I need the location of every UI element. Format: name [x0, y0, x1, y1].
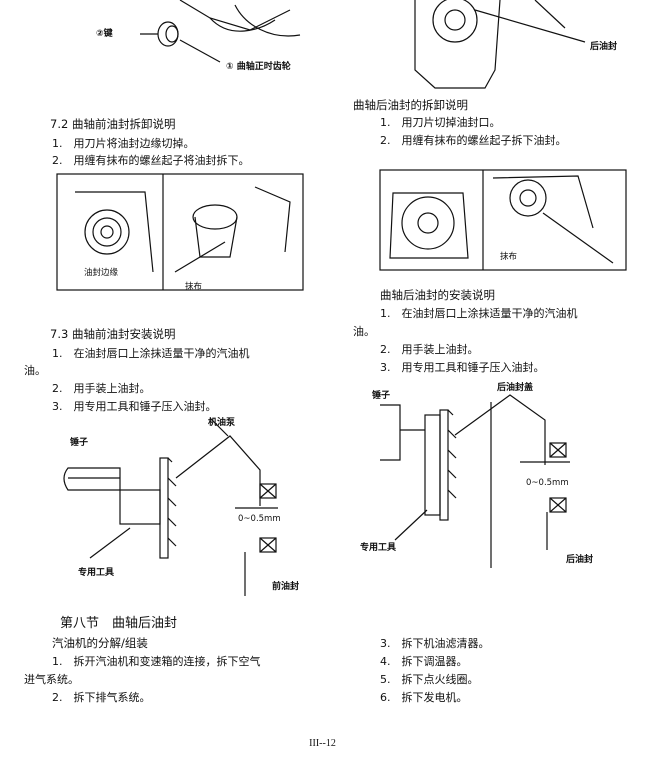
- figure-front-seal-install: [60, 418, 320, 598]
- label-rear-cover: 后油封盖: [497, 383, 534, 393]
- figure-rear-seal-removal: [378, 168, 628, 273]
- list-item-cont: 油。: [24, 364, 46, 377]
- list-item: 2. 用手装上油封。: [380, 343, 479, 356]
- heading-7-3: 7.3 曲轴前油封安装说明: [50, 327, 176, 341]
- label-oil-pump: 机油泵: [208, 418, 236, 428]
- list-item: 2. 用手装上油封。: [52, 382, 151, 395]
- list-item: 4. 拆下调温器。: [380, 655, 468, 668]
- rear-seal-install-drawing: [380, 394, 570, 568]
- list-item: 3. 用专用工具和锤子压入油封。: [380, 361, 545, 374]
- section-8-subtitle: 汽油机的分解/组装: [52, 636, 148, 650]
- label-rear-seal: 后油封: [566, 555, 594, 565]
- list-item: 3. 用专用工具和锤子压入油封。: [52, 400, 217, 413]
- list-item: 1. 用刀片将油封边缘切掉。: [52, 137, 195, 150]
- list-item: 3. 拆下机油滤清器。: [380, 637, 490, 650]
- list-item-cont: 油。: [353, 325, 375, 338]
- label-gap-b: 0~0.5mm: [238, 514, 281, 524]
- list-item-cont: 进气系统。: [24, 673, 79, 686]
- label-key: ②键: [96, 29, 113, 39]
- figure-crank-gear: [60, 0, 320, 82]
- label-hammer-d: 锤子: [372, 391, 391, 401]
- section-8-title: 第八节 曲轴后油封: [60, 616, 178, 631]
- heading-7-2: 7.2 曲轴前油封拆卸说明: [50, 117, 176, 131]
- label-tool-d: 专用工具: [360, 543, 397, 553]
- label-gap-d: 0~0.5mm: [526, 478, 569, 488]
- heading-rear-removal: 曲轴后油封的拆卸说明: [353, 98, 468, 112]
- list-item: 1. 拆开汽油机和变速箱的连接，拆下空气: [52, 655, 261, 668]
- list-item: 1. 在油封唇口上涂抹适量干净的汽油机: [52, 347, 250, 360]
- list-item: 5. 拆下点火线圈。: [380, 673, 479, 686]
- heading-rear-install: 曲轴后油封的安装说明: [380, 288, 495, 302]
- label-timing-gear: ① 曲轴正时齿轮: [226, 62, 291, 72]
- list-item: 2. 拆下排气系统。: [52, 691, 151, 704]
- list-item: 6. 拆下发电机。: [380, 691, 468, 704]
- figure-rear-seal-install: [365, 380, 625, 570]
- rear-seal-removal-drawing: [379, 169, 627, 271]
- crank-gear-drawing: [140, 0, 301, 63]
- label-rag-a: 抹布: [185, 282, 203, 292]
- list-item: 1. 在油封唇口上涂抹适量干净的汽油机: [380, 307, 578, 320]
- label-front-seal: 前油封: [272, 582, 300, 592]
- rear-seal-top-drawing: [414, 0, 586, 89]
- page-number: III--12: [309, 738, 336, 749]
- front-seal-install-drawing: [63, 418, 278, 596]
- label-seal-edge: 油封边缘: [84, 268, 119, 278]
- label-tool-b: 专用工具: [78, 568, 115, 578]
- figure-front-seal-removal: [55, 172, 305, 292]
- list-item: 1. 用刀片切掉油封口。: [380, 116, 501, 129]
- label-rear-seal-top: 后油封: [590, 42, 618, 52]
- list-item: 2. 用缠有抹布的螺丝起子将油封拆下。: [52, 154, 250, 167]
- front-seal-removal-drawing: [56, 173, 304, 291]
- list-item: 2. 用缠有抹布的螺丝起子拆下油封。: [380, 134, 567, 147]
- label-rag-c: 抹布: [500, 252, 518, 262]
- figure-rear-seal-top: [405, 0, 625, 92]
- label-hammer-b: 锤子: [70, 438, 89, 448]
